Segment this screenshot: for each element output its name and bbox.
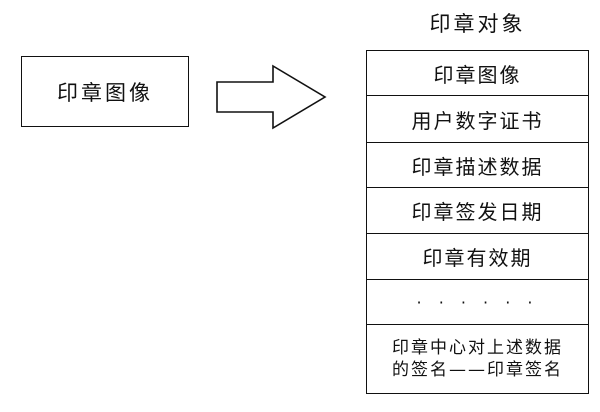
signature-text: 印章中心对上述数据 的签名——印章签名 <box>392 337 563 381</box>
field-row-seal-description: 印章描述数据 <box>367 143 588 188</box>
field-label: 用户数字证书 <box>411 108 544 133</box>
field-row-signature: 印章中心对上述数据 的签名——印章签名 <box>367 325 588 393</box>
seal-object-title: 印章对象 <box>429 12 526 36</box>
right-arrow-icon <box>216 64 327 130</box>
field-row-seal-image: 印章图像 <box>367 51 588 96</box>
field-label: 印章描述数据 <box>411 154 544 179</box>
field-row-ellipsis: · · · · · · <box>367 280 588 325</box>
seal-object-box: 印章图像 用户数字证书 印章描述数据 印章签发日期 印章有效期 · · · · … <box>366 50 589 394</box>
seal-image-box: 印章图像 <box>21 56 189 127</box>
field-label: 印章签发日期 <box>411 200 544 224</box>
ellipsis-dots: · · · · · · <box>416 292 539 312</box>
signature-line-1: 印章中心对上述数据 <box>392 338 563 358</box>
field-label: 印章有效期 <box>422 246 533 270</box>
field-row-validity-period: 印章有效期 <box>367 234 588 280</box>
signature-line-2: 的签名——印章签名 <box>392 360 563 380</box>
field-row-user-certificate: 用户数字证书 <box>367 96 588 143</box>
field-row-issue-date: 印章签发日期 <box>367 188 588 234</box>
field-label: 印章图像 <box>433 62 522 87</box>
seal-image-label: 印章图像 <box>57 80 153 105</box>
